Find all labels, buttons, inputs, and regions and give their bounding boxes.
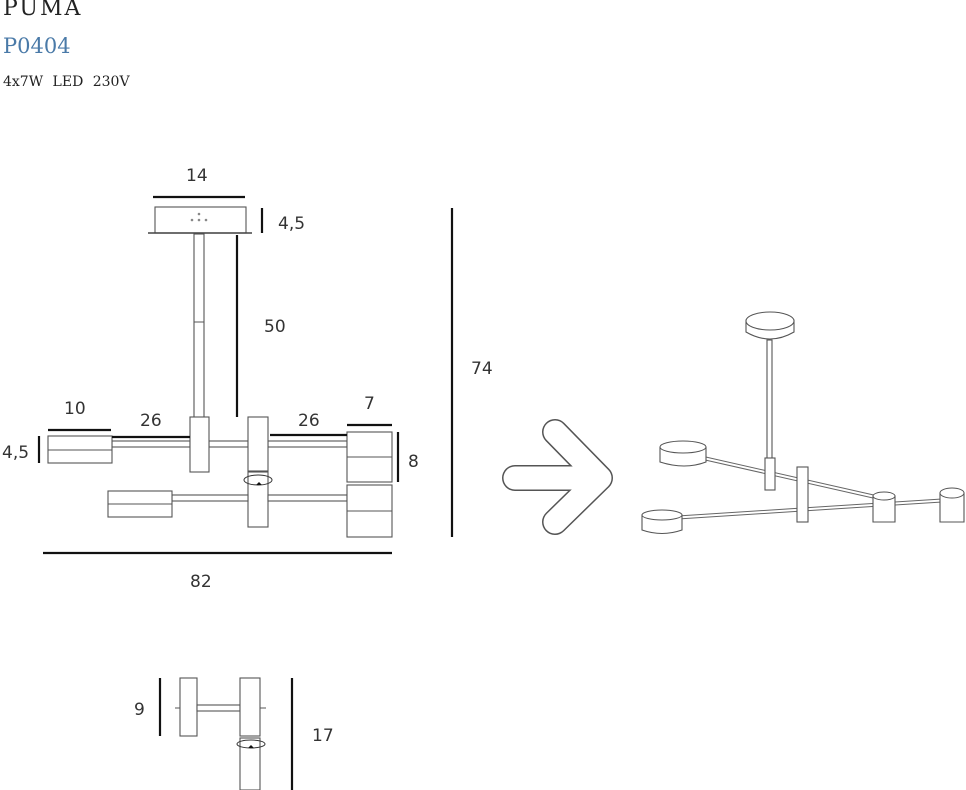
side-view: 9 17 [134,677,334,790]
dim-head-length: 10 [64,399,86,419]
dim-head-height: 4,5 [2,443,29,463]
dim-arm-right: 26 [298,411,320,431]
dim-head-width: 7 [364,394,375,414]
canopy [154,206,247,234]
dim-head-side: 8 [408,452,419,472]
dim-total-height: 74 [471,359,493,379]
dim-stem-length: 50 [264,317,286,337]
dim-total-width: 82 [190,572,212,592]
arm-bar [111,440,191,448]
perspective-view [641,311,965,535]
dim-hub-height: 9 [134,700,145,720]
dim-canopy-width: 14 [186,166,208,186]
dim-lower-height: 17 [312,726,334,746]
rotation-icon [236,739,266,749]
rotation-icon [243,474,273,486]
product-code: P0404 [3,34,71,58]
stem [193,233,205,419]
product-specs: 4x7W LED 230V [3,74,130,90]
chevron-right-arrow-icon [502,419,613,535]
front-view: 14 4,5 50 74 10 26 26 7 8 4,5 82 [2,166,493,592]
dim-canopy-height: 4,5 [278,214,305,234]
product-title: PUMA [3,0,83,21]
hub [189,416,210,473]
dim-arm-left: 26 [140,411,162,431]
